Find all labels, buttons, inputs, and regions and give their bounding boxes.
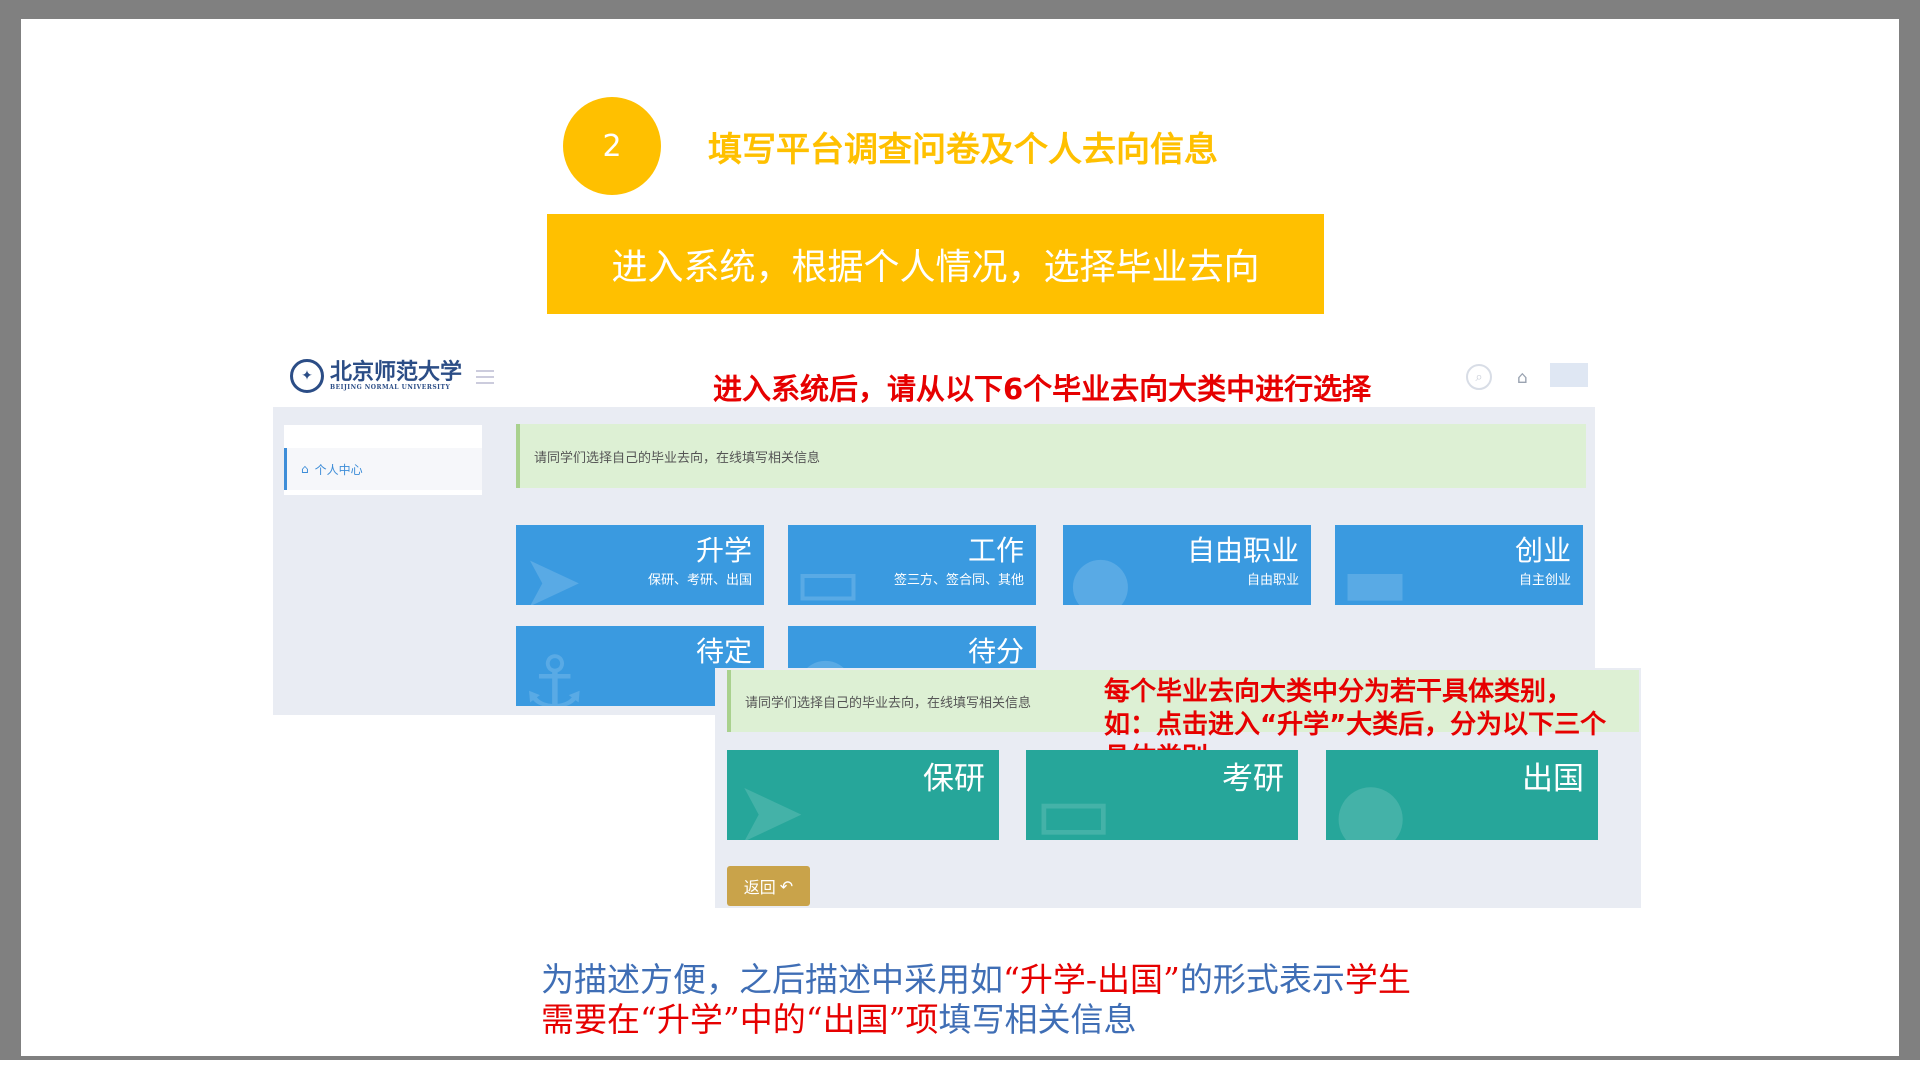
back-label: 返回 <box>743 878 776 897</box>
tile-title: 待定 <box>695 635 752 668</box>
annotation-categories: 进入系统后，请从以下6个毕业去向大类中进行选择 <box>713 372 1372 406</box>
sidebar-item-label: 个人中心 <box>314 462 363 477</box>
id-card-icon: ▭ <box>794 539 863 605</box>
note-text: 填写相关信息 <box>938 1000 1137 1039</box>
tile-subtitle: 自主创业 <box>1518 573 1571 588</box>
note-text: 为描述方便，之后描述中采用如 <box>541 960 1003 999</box>
instruction-banner: 进入系统，根据个人情况，选择毕业去向 <box>547 214 1324 314</box>
reply-arrow-icon: ↶ <box>779 876 794 896</box>
tile-study-abroad[interactable]: ● 出国 <box>1326 750 1598 840</box>
tile-title: 出国 <box>1522 761 1584 797</box>
tile-title: 工作 <box>967 534 1024 567</box>
annotation-line: 如：点击进入“升学”大类后，分为以下三个 <box>1104 710 1607 740</box>
tile-entrance-exam[interactable]: ▭ 考研 <box>1026 750 1298 840</box>
tile-employment[interactable]: ▭ 工作 签三方、签合同、其他 <box>788 525 1036 605</box>
page-bottom-edge <box>0 1060 1920 1080</box>
step-number-badge: 2 <box>563 97 661 195</box>
tile-subtitle: 保研、考研、出国 <box>647 573 752 588</box>
car-icon: ▬ <box>1341 539 1410 605</box>
university-seal-icon: ✦ <box>290 359 324 393</box>
home-icon: ⌂ <box>301 462 309 476</box>
logo-subtext: BEIJING NORMAL UNIVERSITY <box>330 384 451 391</box>
id-card-icon: ▭ <box>1034 763 1114 840</box>
home-icon[interactable]: ⌂ <box>1517 368 1528 388</box>
tile-recommended-postgraduate[interactable]: ➤ 保研 <box>727 750 999 840</box>
tile-title: 升学 <box>695 534 752 567</box>
annotation-line: 每个毕业去向大类中分为若干具体类别， <box>1104 677 1573 707</box>
usage-note: 为描述方便，之后描述中采用如“升学-出国”的形式表示学生需要在“升学”中的“出国… <box>541 960 1441 1040</box>
university-logo: ✦ 北京师范大学 BEIJING NORMAL UNIVERSITY <box>290 356 462 396</box>
paper-plane-icon: ➤ <box>735 763 806 840</box>
step-title: 填写平台调查问卷及个人去向信息 <box>708 130 1218 170</box>
note-highlight: “升学-出国” <box>1003 960 1180 999</box>
globe-icon: ● <box>1069 539 1132 605</box>
tile-further-study[interactable]: ➤ 升学 保研、考研、出国 <box>516 525 764 605</box>
back-button[interactable]: 返回 ↶ <box>727 866 810 906</box>
sidebar-item-personal-center[interactable]: ⌂ 个人中心 <box>284 448 482 490</box>
tile-title: 保研 <box>923 761 985 797</box>
notice-bar: 请同学们选择自己的毕业去向，在线填写相关信息 <box>516 424 1586 488</box>
anchor-icon: ⚓ <box>522 640 587 706</box>
menu-icon[interactable] <box>476 370 494 384</box>
tile-title: 自由职业 <box>1186 534 1299 567</box>
tile-title: 创业 <box>1514 534 1571 567</box>
notice-bar: 请同学们选择自己的毕业去向，在线填写相关信息 <box>727 670 1639 732</box>
annotation-subcategories: 每个毕业去向大类中分为若干具体类别， 如：点击进入“升学”大类后，分为以下三个 … <box>1104 676 1664 775</box>
avatar[interactable] <box>1550 363 1588 387</box>
tile-startup[interactable]: ▬ 创业 自主创业 <box>1335 525 1583 605</box>
tile-freelance[interactable]: ● 自由职业 自由职业 <box>1063 525 1311 605</box>
search-icon[interactable]: ⌕ <box>1466 364 1492 390</box>
tile-title: 待分 <box>967 635 1024 668</box>
logo-text: 北京师范大学 <box>330 359 463 385</box>
tile-subtitle: 签三方、签合同、其他 <box>893 573 1024 588</box>
note-text: 的形式表示 <box>1179 960 1345 999</box>
note-highlight: 学生需要在“升学”中的“出国”项 <box>541 960 1411 1039</box>
tile-title: 考研 <box>1222 761 1284 797</box>
globe-icon: ● <box>1334 763 1408 840</box>
tile-subtitle: 自由职业 <box>1246 573 1299 588</box>
paper-plane-icon: ➤ <box>522 539 583 605</box>
